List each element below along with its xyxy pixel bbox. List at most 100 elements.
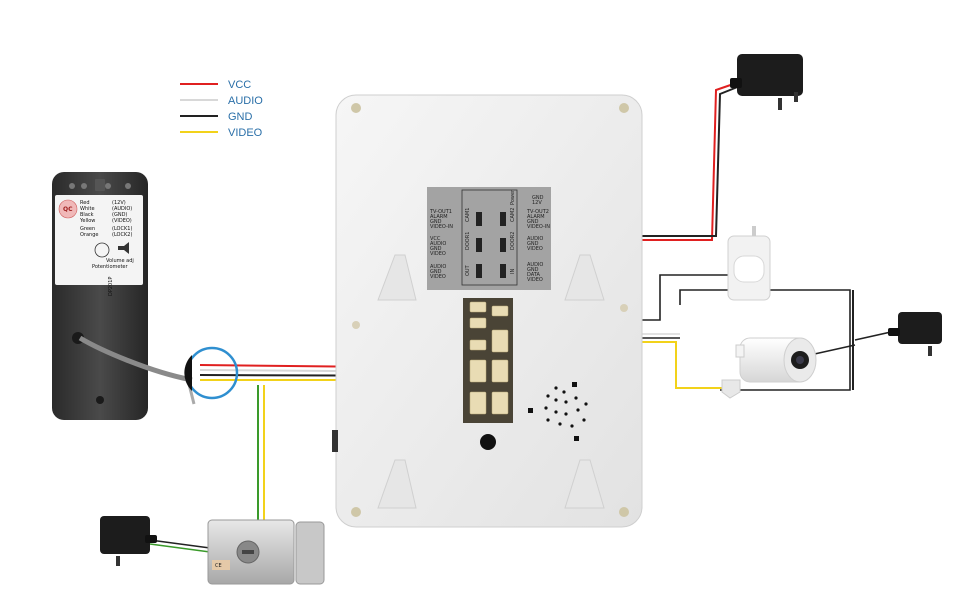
adapter-body: [737, 54, 803, 96]
lock-label: CE: [215, 563, 222, 569]
port-glyphs: [476, 212, 506, 278]
panel-label: AUDIO: [430, 264, 446, 270]
volume-label: Volume adj: [106, 258, 134, 264]
adapter-strain: [730, 78, 742, 88]
panel-left-labels: TV-OUT1 ALARM GND VIDEO-IN VCC AUDIO GND…: [429, 209, 453, 280]
adapter-prong: [778, 98, 782, 110]
port-label: CAM2: [510, 208, 516, 222]
wire-camera-power-2: [809, 344, 856, 356]
lock-power-adapter: [100, 516, 157, 566]
panel-label: GND: [527, 241, 539, 247]
socket-icon: [491, 329, 509, 353]
mount-hook: [564, 459, 605, 509]
wiring-row-signal: (LOCK1): [112, 226, 132, 232]
panel-label: VIDEO: [527, 246, 543, 252]
panel-label: GND: [430, 219, 442, 225]
outdoor-unit-label: [55, 195, 143, 285]
connection-highlight: [184, 346, 239, 400]
adapter-prong: [794, 92, 798, 102]
legend-label-vcc: VCC: [228, 79, 251, 91]
panel-label: 12V: [532, 200, 542, 206]
legend: VCC AUDIO GND VIDEO: [180, 79, 263, 139]
mount-hole: [96, 396, 104, 404]
panel-label: GND: [532, 195, 544, 201]
adapter-body: [100, 516, 150, 554]
screw-icon: [351, 507, 361, 517]
screw-icon: [619, 103, 629, 113]
panel-label: VIDEO-IN: [527, 224, 550, 230]
screw-icon: [619, 507, 629, 517]
legend-item-video: VIDEO: [180, 127, 263, 139]
panel-label: VIDEO: [527, 277, 543, 283]
wiring-row-color: Orange: [80, 232, 98, 238]
lock-strike: [295, 521, 325, 585]
panel-label: AUDIO: [527, 262, 543, 268]
socket-icon: [469, 391, 487, 415]
socket-icon: [469, 317, 487, 329]
port-label: Power: [510, 189, 516, 205]
cctv-camera: [721, 290, 854, 399]
wiring-row-signal: (GND): [112, 212, 127, 218]
panel-label: GND: [527, 219, 539, 225]
panel-label: VCC: [430, 236, 441, 242]
legend-label-audio: AUDIO: [228, 95, 263, 107]
wiring-row-color: Yellow: [79, 218, 95, 224]
socket-icon: [469, 339, 487, 351]
panel-label: AUDIO: [430, 241, 446, 247]
legend-item-vcc: VCC: [180, 79, 251, 91]
port-label: DOOR1: [465, 232, 471, 250]
socket-icon: [469, 359, 487, 383]
panel-label: TV-OUT1: [429, 209, 452, 215]
adapter-body: [898, 312, 942, 344]
wiring-row-signal: (12V): [112, 200, 126, 206]
sensor-antenna: [752, 226, 756, 236]
legend-label-video: VIDEO: [228, 127, 263, 139]
outdoor-unit-grille: [69, 179, 131, 191]
adapter-prong: [116, 556, 120, 566]
adapter-strain: [145, 535, 157, 543]
qc-badge-text: QC: [63, 206, 73, 213]
camera-lens-center: [796, 356, 804, 364]
panel-right-labels: GND 12V TV-OUT2 ALARM GND VIDEO-IN AUDIO…: [526, 195, 550, 283]
legend-item-audio: AUDIO: [180, 95, 263, 107]
wire-lock-power-2: [149, 543, 211, 553]
wire-alarm-2: [679, 289, 851, 391]
socket-icon: [491, 391, 509, 415]
potentiometer-icon: [94, 242, 110, 258]
wiring-row-color: White: [80, 206, 95, 212]
wiring-row-signal: (LOCK2): [112, 232, 132, 238]
potentiometer-label: Potentiometer: [92, 264, 128, 270]
mount-hook: [377, 459, 417, 509]
socket-icon: [491, 305, 509, 317]
screw-icon: [352, 321, 360, 329]
outdoor-wiring-table: Red (12V) White (AUDIO) Black (GND) Yell…: [79, 200, 132, 238]
panel-label: ALARM: [527, 214, 545, 220]
speaker-icon: [118, 242, 129, 254]
mount-hook: [377, 254, 417, 301]
port-label: OUT: [465, 264, 471, 276]
port-label: IN: [510, 269, 516, 274]
wiring-row-signal: (VIDEO): [112, 218, 132, 224]
panel-label: TV-OUT2: [526, 209, 549, 215]
mount-hook: [564, 254, 605, 301]
adapter-strain: [888, 328, 900, 336]
legend-label-gnd: GND: [228, 111, 253, 123]
wiring-row-color: Black: [80, 212, 94, 218]
electric-lock: CE: [207, 519, 325, 585]
highlight-ring: [185, 346, 239, 400]
qc-badge-icon: [58, 199, 78, 219]
monitor-speaker-grille: [528, 382, 588, 441]
indoor-monitor: CAM1 DOOR1 OUT CAM2 DOOR2 IN Power TV-OU…: [332, 94, 643, 528]
wiring-row-color: Green: [80, 226, 95, 232]
panel-label: DATA: [527, 272, 540, 278]
monitor-label-panel: [427, 187, 551, 290]
panel-label: GND: [527, 267, 539, 273]
model-label: DP201P: [108, 277, 114, 296]
panel-label: AUDIO: [527, 236, 543, 242]
panel-label: VIDEO-IN: [430, 224, 453, 230]
legend-item-gnd: GND: [180, 111, 253, 123]
panel-label: ALARM: [430, 214, 448, 220]
camera-power-adapter: [888, 312, 942, 356]
camera-mount: [721, 379, 741, 399]
